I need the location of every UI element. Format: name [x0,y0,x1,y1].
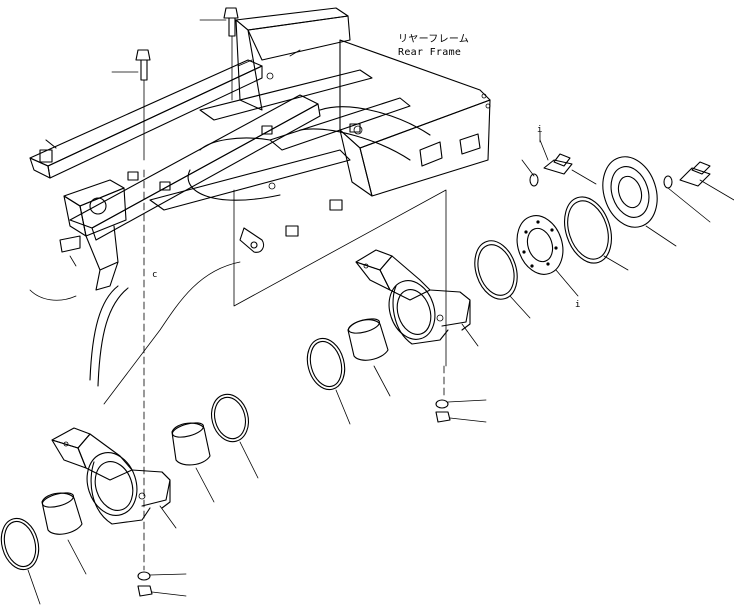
rear-frame [29,7,491,291]
hose-outline-2 [97,287,129,387]
top-bolt-2 [111,49,151,161]
marker-c: c [152,270,158,280]
bushing-mid [171,422,215,503]
retainer-plate [516,215,579,297]
seal-ring-upper [306,337,351,425]
trunnion-support-upper [355,249,479,347]
washer-nut-upper [435,365,487,423]
rear-frame-label-en: Rear Frame [398,47,462,58]
trunnion-support-lower [51,427,177,529]
bushing-lower [41,492,87,575]
hose-outline-1 [89,285,119,381]
bolt-right-far [663,161,734,223]
seal-ring-mid [210,393,259,479]
seal-ring-lower [0,517,41,605]
shim-ring [474,240,531,319]
bushing-upper [347,318,391,397]
leader-curve [103,261,241,405]
gasket-ring [564,196,629,271]
marker-i-top: i [537,125,543,135]
cover-plate [602,156,677,247]
washer-right-1 [521,159,539,187]
bolt-right-small [539,139,597,185]
rear-frame-label-jp: リヤーフレーム [398,34,470,45]
top-bolt-1 [199,7,239,101]
marker-i-right: i [575,300,581,310]
washer-nut-lower [137,571,187,597]
leader-left [29,289,77,301]
assembly-box-lines [233,189,447,367]
